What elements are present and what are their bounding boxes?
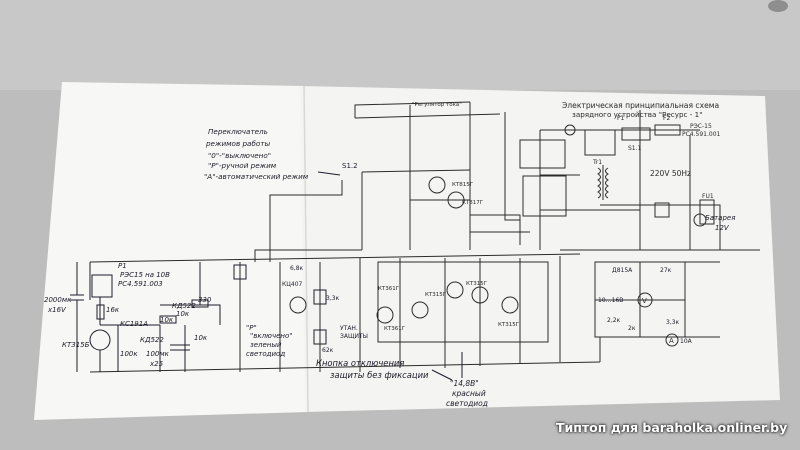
left-part-label: 100мк [146, 350, 170, 358]
voltmeter-symbol: V [642, 297, 647, 305]
red-led-label-2: красный [452, 389, 486, 398]
left-part-label: КД522 [172, 302, 196, 310]
mid-transistors [289, 281, 679, 347]
battery-label-2: 12V [715, 224, 730, 232]
regulator-label: "Регулятор тока" [412, 102, 462, 108]
watermark-text: Типтоп для baraholka.onliner.by [556, 420, 788, 435]
screw-head [768, 0, 788, 12]
red-led-label-1: "14,8В" [450, 379, 479, 388]
button-note-line1: Кнопка отключения [316, 358, 404, 368]
relay-left-line3: РС4.591.003 [118, 280, 163, 288]
left-part-label: х25 [149, 360, 164, 368]
relay-left-line2: РЭС15 на 10В [120, 271, 170, 279]
fuse-f2-label: F2 [663, 115, 670, 122]
green-led-label-1: "Р" [246, 324, 257, 332]
green-led-label-3: зеленый [250, 341, 282, 349]
left-part-label: 10к [160, 316, 174, 324]
button-note-line2: защиты без фиксации [330, 370, 429, 380]
left-part-label: КТ315Б [62, 341, 90, 349]
ammeter-symbol: A [669, 337, 674, 345]
transformer-label: Tr1 [592, 159, 602, 166]
mid-label: УТАН. [340, 325, 358, 332]
red-led-label-3: светодиод [446, 399, 488, 408]
switch-s11-label: S1.1 [628, 145, 642, 152]
arrow-line [431, 369, 453, 381]
left-part-label: 10к [194, 334, 208, 342]
battery-label-1: Батарея [705, 214, 735, 222]
main-rails [89, 180, 720, 373]
switch-arrow [317, 171, 341, 176]
transistor-label: КТ315Г [498, 322, 520, 328]
mid-label: 6,8к [290, 265, 304, 272]
transformer [597, 165, 609, 200]
battery-icon [693, 213, 707, 227]
mid-label: 3,3к [326, 295, 340, 302]
transistor-label: КТ817Г [462, 200, 484, 206]
green-led-label-2: "включено" [250, 332, 292, 340]
transistor-icon [428, 176, 446, 194]
relay-left-line1: Р1 [118, 262, 127, 270]
fuse-fu1-label: FU1 [702, 193, 714, 200]
schematic-title-line1: Электрическая принципиальная схема [562, 101, 719, 110]
switch-note-line2: режимов работы [205, 139, 270, 148]
voltmeter-icon [637, 292, 653, 308]
right-label: 3,3к [666, 319, 680, 326]
left-part-label: 330 [198, 296, 212, 304]
mains-label: 220V 50Hz [650, 169, 691, 178]
paper-fold [303, 85, 309, 413]
schematic-title-line2: зарядного устройства "Ресурс - 1" [572, 110, 703, 119]
right-label: 2,2к [607, 317, 621, 324]
left-part-label: 100к [120, 350, 138, 358]
left-part-label: КД522 [140, 336, 164, 344]
transistor-label: КТ315Г [425, 292, 447, 298]
switch-note-line1: Переключатель [208, 127, 268, 136]
mid-label: 62к [322, 347, 334, 354]
switch-note-line5: "А"-автоматический режим [204, 172, 309, 181]
indicator-lamp-icon [564, 124, 576, 136]
green-led-label-4: светодиод [246, 350, 285, 358]
ammeter-icon [665, 333, 679, 347]
switch-note-line3: "0"-"выключено" [208, 151, 271, 160]
transistor-label: КТ815Г [452, 182, 474, 188]
right-label: Д815А [612, 267, 633, 274]
relay-right-line2: РС4.591.001 [682, 131, 721, 138]
left-circuit [70, 262, 327, 372]
left-part-label: КС191А [120, 320, 148, 328]
table-top-area [0, 0, 800, 90]
relay-right-line1: РЭС-15 [690, 123, 712, 130]
top-circuit [354, 101, 760, 251]
transistor-label: КТ315Г [466, 281, 488, 287]
right-label: 10А [680, 338, 693, 345]
left-part-label: 10к [176, 310, 190, 318]
switch-label: S1.2 [342, 162, 358, 170]
cap-left-line1: 2000мк [44, 296, 72, 304]
right-label: 2к [628, 325, 636, 332]
left-part-label: 16к [106, 306, 120, 314]
right-label: 10…16В [598, 297, 623, 304]
cap-left-line2: х16V [47, 306, 67, 314]
transistor-icon [447, 191, 465, 209]
switch-note-line4: "Р"-ручной режим [208, 161, 277, 170]
right-label: 27к [660, 267, 672, 274]
mid-label: ЗАЩИТЫ [340, 333, 368, 340]
transistor-label: КТ361Г [378, 286, 400, 292]
fuse-f1-label: F1 [617, 115, 624, 122]
mid-label: КЦ407 [282, 281, 303, 288]
transistor-label: КТ361Г [384, 326, 406, 332]
